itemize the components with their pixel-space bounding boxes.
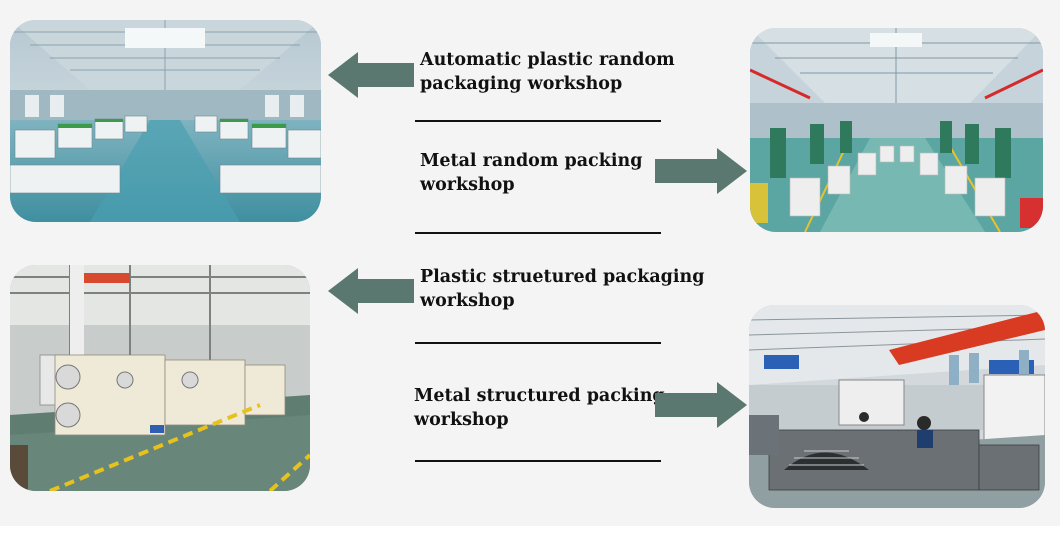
divider-rule (415, 460, 661, 462)
label-line: workshop (420, 291, 515, 311)
label-line: workshop (420, 175, 515, 195)
divider-rule (415, 232, 661, 234)
label-line: Metal random packing (420, 151, 643, 171)
label-line: Plastic struetured packaging (420, 267, 705, 287)
label-line: workshop (414, 410, 509, 430)
label-automatic-plastic-random: Automatic plastic random packaging works… (420, 48, 675, 96)
plastic-structured-packaging-workshop-photo (10, 265, 310, 491)
metal-structured-packing-workshop-photo (749, 305, 1045, 508)
arrow-right-icon (655, 382, 747, 428)
bottom-strip (0, 526, 1060, 537)
label-line: Metal structured packing (414, 386, 665, 406)
arrow-right-icon (655, 148, 747, 194)
arrow-left-icon (328, 52, 414, 98)
label-plastic-structured: Plastic struetured packaging workshop (420, 265, 705, 313)
label-line: Automatic plastic random (420, 50, 675, 70)
automatic-plastic-random-packaging-workshop-photo (10, 20, 321, 222)
divider-rule (415, 342, 661, 344)
metal-random-packing-workshop-photo (750, 28, 1043, 232)
label-metal-random: Metal random packing workshop (420, 149, 642, 197)
label-metal-structured: Metal structured packing workshop (414, 384, 665, 432)
label-line: packaging workshop (420, 74, 623, 94)
arrow-left-icon (328, 268, 414, 314)
divider-rule (415, 120, 661, 122)
